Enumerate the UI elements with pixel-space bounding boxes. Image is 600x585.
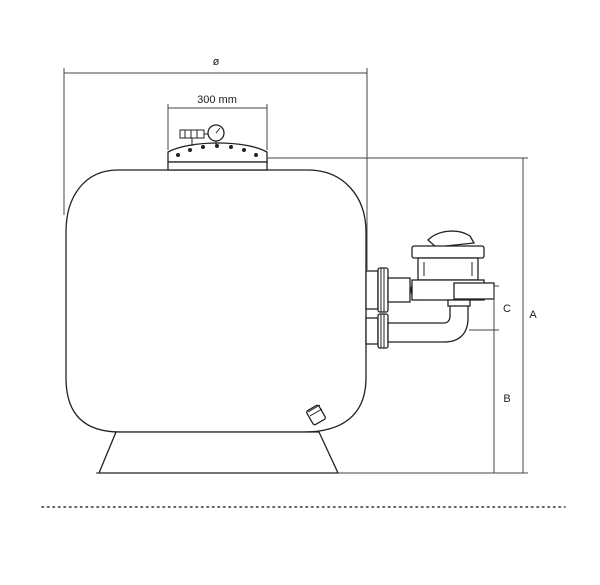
pressure-gauge-icon <box>207 124 225 146</box>
lid-width-dimension: 300 mm <box>167 94 268 150</box>
height-dimensions: A C B <box>267 157 537 474</box>
dim-c-label: C <box>503 303 511 315</box>
diameter-dimension: ø <box>63 56 368 270</box>
tank-stand <box>96 431 341 474</box>
lid-width-label: 300 mm <box>197 94 237 106</box>
multiport-valve <box>411 230 495 307</box>
dim-a-label: A <box>529 309 537 321</box>
lid-assembly <box>167 124 268 171</box>
dim-b-label: B <box>503 393 510 405</box>
tank-body <box>65 169 367 433</box>
diameter-label: ø <box>213 56 220 68</box>
drain-plug <box>306 404 326 426</box>
